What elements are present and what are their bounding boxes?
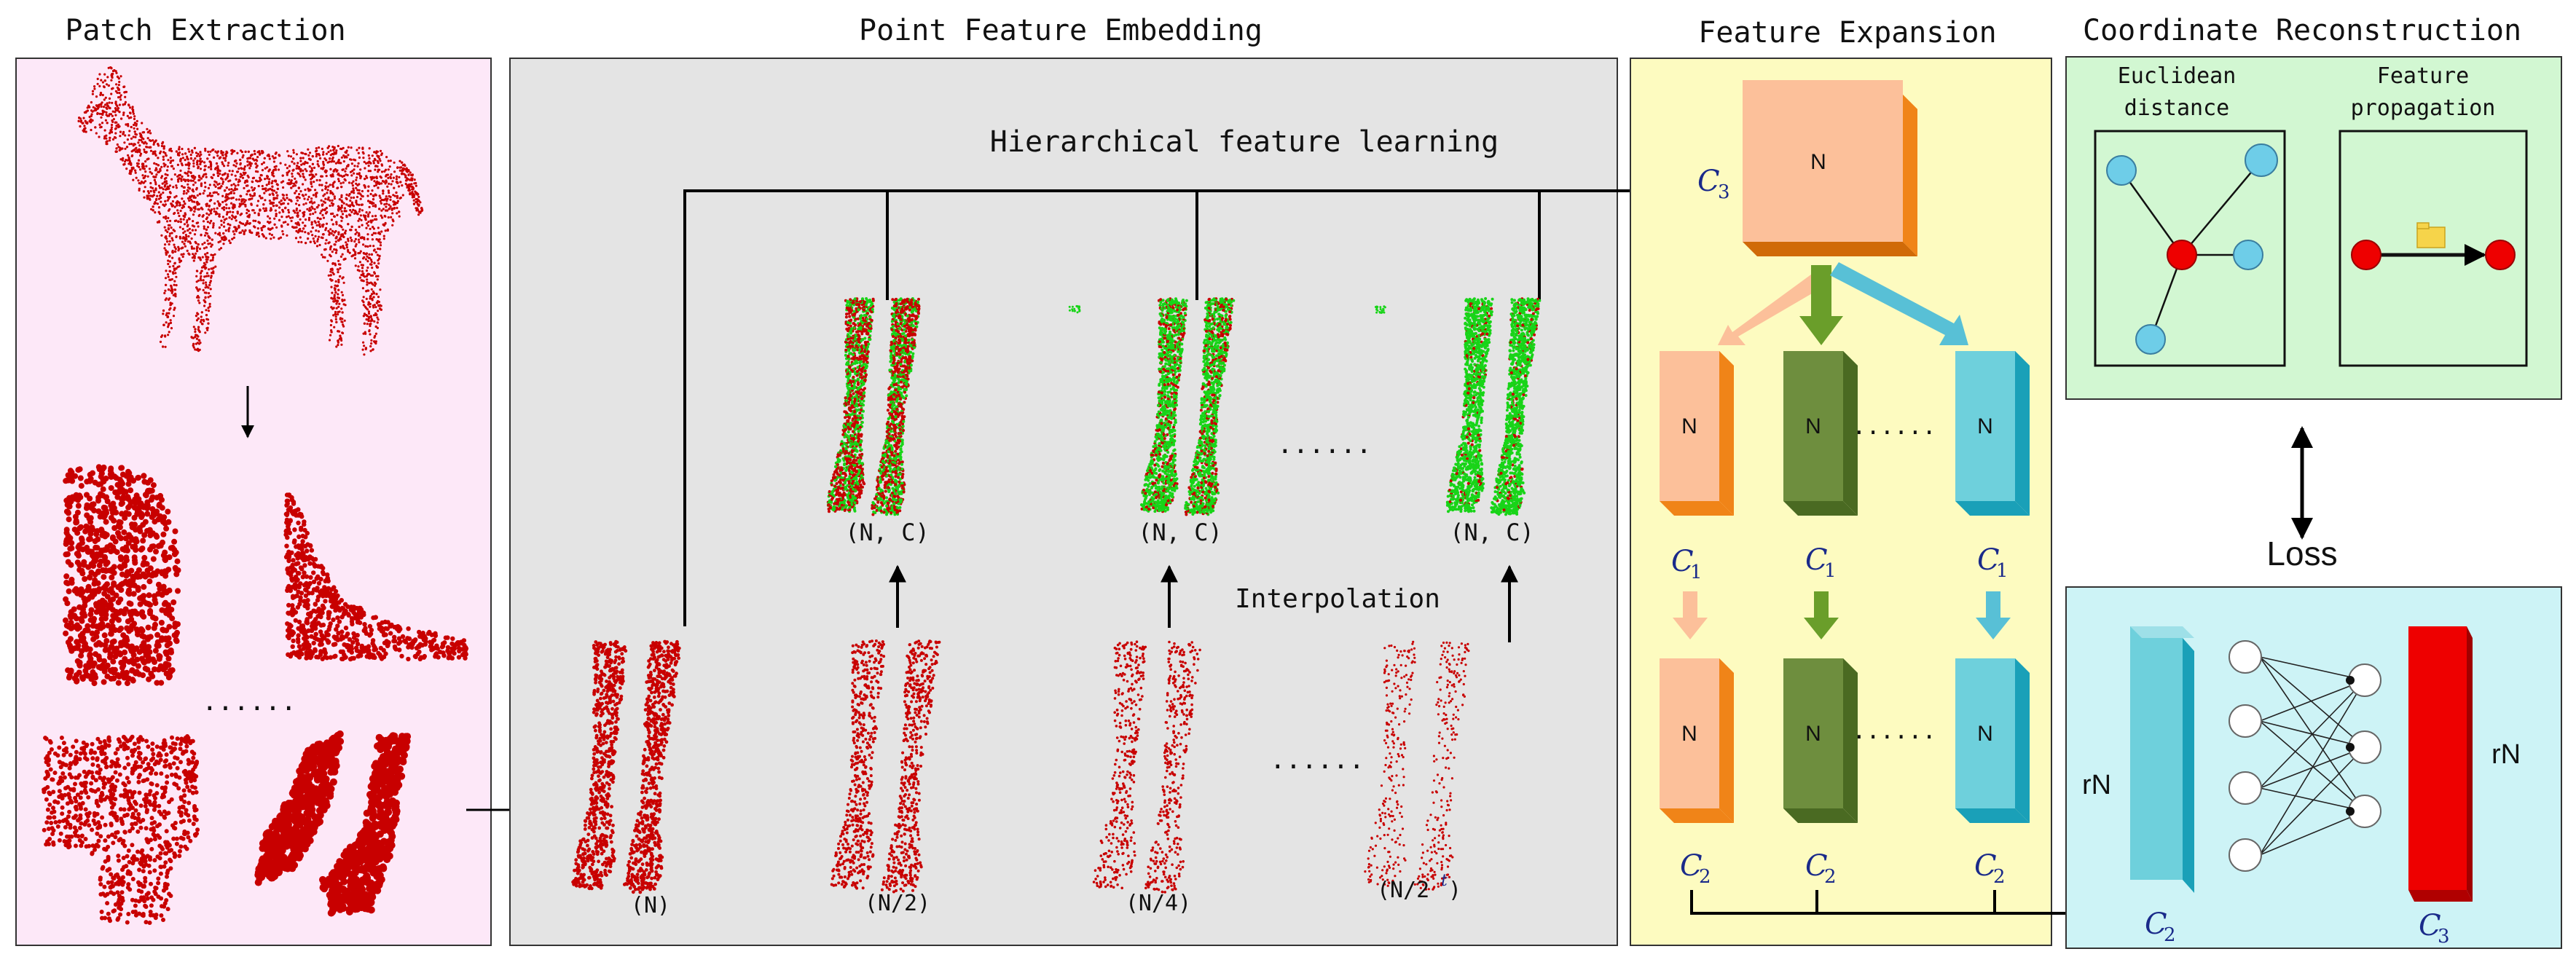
c1-label-2: C 1	[1805, 543, 1837, 582]
folder-icon	[2416, 222, 2446, 248]
top-feature-block: N	[1743, 80, 1917, 256]
euclidean-distance-diagram	[2094, 130, 2286, 367]
feature-prop-label-1: Feature	[2377, 63, 2469, 89]
bottom-ellipsis: ......	[1270, 745, 1364, 775]
c3-output-block	[2408, 626, 2473, 902]
embedding-title: Point Feature Embedding	[859, 14, 1263, 47]
mlp-network	[2229, 640, 2381, 872]
euclidean-label-1: Euclidean	[2118, 63, 2237, 89]
feature-prop-label-2: propagation	[2351, 95, 2496, 121]
feature-label-2: (N, C)	[1138, 519, 1222, 546]
top-c3-index: 3	[1718, 181, 1730, 203]
c2-label-2: C 2	[1805, 849, 1837, 888]
feature-label-3: (N, C)	[1450, 519, 1534, 546]
point-feature-embedding-panel: Point Feature Embedding Hierarchical fea…	[509, 14, 1660, 946]
feature-propagation-diagram	[2339, 130, 2528, 367]
top-c3-label: C	[1697, 165, 1720, 198]
rn-left-label: rN	[2082, 770, 2111, 800]
block-label: N	[1805, 722, 1821, 746]
horse-point-cloud	[77, 66, 424, 356]
input-label-4: (N/2 t )	[1377, 872, 1461, 903]
loss-label: Loss	[2266, 535, 2337, 572]
down-arrow-cyan	[1976, 591, 2011, 639]
block-label: N	[1805, 414, 1821, 438]
patch-extraction-panel: Patch Extraction ......	[15, 14, 492, 946]
input-label-4-sup: t	[1441, 872, 1448, 890]
feature-expansion-panel: Feature Expansion N C 3 N N N ...... C 1 C…	[1630, 16, 2102, 946]
hierarchical-connector	[683, 182, 1660, 626]
feature-label-1: (N, C)	[845, 519, 930, 546]
down-arrow-peach	[1673, 591, 1708, 639]
patch-extraction-title: Patch Extraction	[65, 14, 345, 47]
block-label: N	[1977, 414, 1993, 438]
euclidean-label-2: distance	[2124, 95, 2230, 121]
input-label-2: (N/2)	[865, 891, 930, 916]
c3-output-label: C 3	[2419, 909, 2450, 948]
coordinate-reconstruction-panel: Coordinate Reconstruction Euclidean dist…	[2065, 14, 2562, 949]
hierarchical-label: Hierarchical feature learning	[990, 125, 1499, 159]
c2-label-1: C 2	[1680, 849, 1711, 888]
top-block-label: N	[1810, 150, 1826, 174]
feature-leg-clouds	[826, 297, 1542, 516]
block-label: N	[1977, 722, 1993, 746]
input-label-3: (N/4)	[1126, 891, 1191, 916]
block-label: N	[1681, 414, 1697, 438]
top-ellipsis: ......	[1277, 430, 1372, 460]
expansion-title: Feature Expansion	[1698, 16, 1996, 50]
input-label-1: (N)	[631, 893, 670, 918]
input-leg-clouds	[571, 639, 1470, 894]
c2-label-3: C 2	[1974, 849, 2006, 888]
split-arrow-right	[1830, 262, 1968, 345]
extracted-patches	[42, 464, 469, 925]
c2-output-label: C 2	[2145, 907, 2176, 946]
reconstruction-title: Coordinate Reconstruction	[2083, 14, 2521, 47]
c2-output-block	[2130, 626, 2194, 893]
patch-ellipsis: ......	[202, 687, 297, 717]
block-label: N	[1681, 722, 1697, 746]
c1-label-1: C 1	[1671, 545, 1703, 583]
input-label-4-close: )	[1448, 878, 1461, 903]
c1-label-3: C 1	[1977, 543, 2008, 582]
embedding-box	[509, 58, 1618, 946]
split-arrow-center	[1799, 265, 1843, 345]
low-ellipsis: ......	[1852, 717, 1936, 744]
split-arrow-left	[1718, 272, 1826, 345]
input-label-4-base: (N/2	[1377, 878, 1429, 903]
rn-right-label: rN	[2491, 739, 2521, 770]
interpolation-label: Interpolation	[1235, 584, 1440, 614]
mid-ellipsis: ......	[1852, 412, 1936, 440]
down-arrow-olive	[1804, 591, 1839, 639]
